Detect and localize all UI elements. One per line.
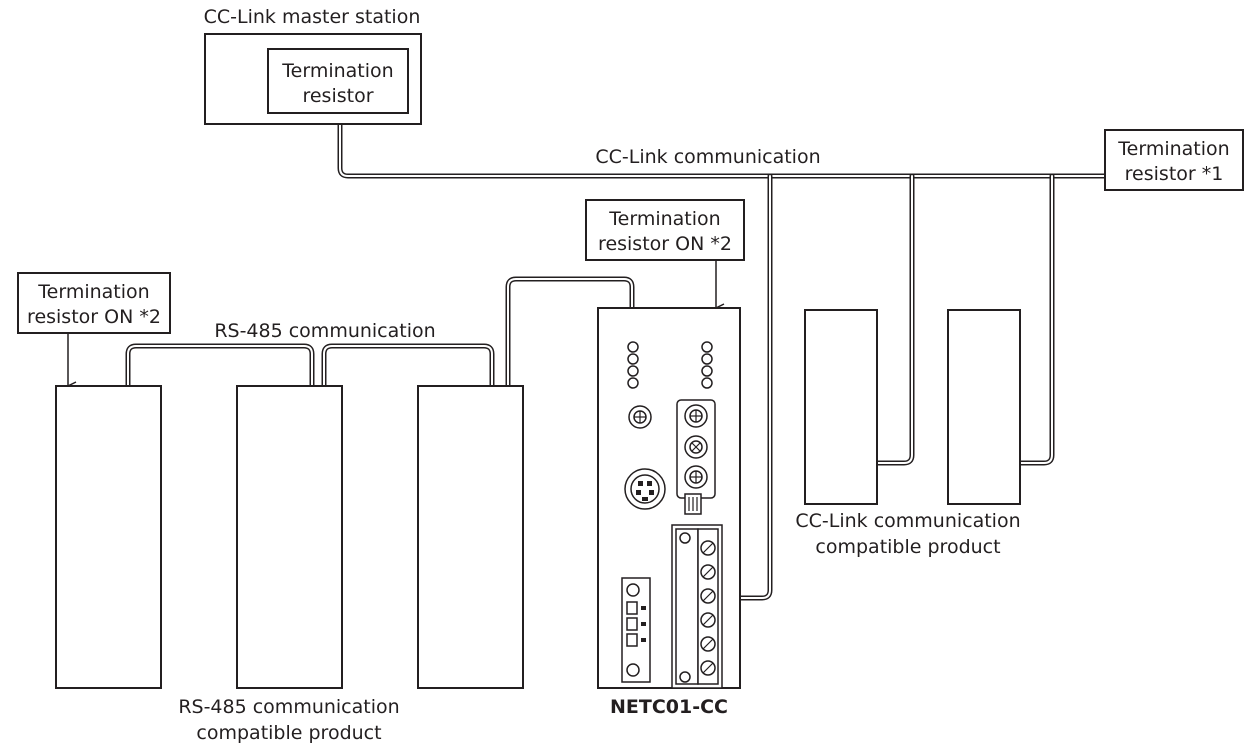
dip-switch bbox=[684, 493, 702, 515]
netc-termination-line1: Termination bbox=[608, 208, 720, 230]
master-station-label: CC-Link master station bbox=[204, 6, 421, 28]
netc01-cc-unit bbox=[597, 307, 741, 689]
master-termination-box bbox=[267, 48, 409, 114]
rs485-cable bbox=[125, 276, 635, 389]
rs485-product-label-line1: RS-485 communication bbox=[178, 696, 399, 718]
termination-resistor-1-box bbox=[1104, 129, 1244, 191]
rotary-switch-right-middle bbox=[684, 435, 708, 459]
rs485-product-2 bbox=[236, 385, 343, 689]
cclink-communication-label: CC-Link communication bbox=[595, 146, 820, 168]
master-station: Termination resistor bbox=[204, 33, 422, 125]
cclink-terminal-block bbox=[671, 524, 723, 689]
led-indicators-right bbox=[701, 341, 713, 389]
cclink-cable bbox=[337, 109, 1108, 601]
netc-termination-line2: resistor ON *2 bbox=[598, 233, 732, 255]
left-termination-line1: Termination bbox=[37, 281, 149, 303]
termination-resistor-1-line1: Termination bbox=[1117, 138, 1229, 160]
master-termination-line2: resistor bbox=[302, 85, 373, 107]
led-indicators-left bbox=[627, 341, 639, 389]
termination-resistor-1-line2: resistor *1 bbox=[1125, 163, 1224, 185]
master-termination-line1: Termination bbox=[281, 60, 393, 82]
cclink-product-label-line1: CC-Link communication bbox=[795, 510, 1020, 532]
rotary-switch-right-top bbox=[684, 404, 708, 428]
cclink-product-2 bbox=[947, 309, 1021, 505]
cclink-product-label-line2: compatible product bbox=[815, 536, 1000, 558]
rs485-product-3 bbox=[417, 385, 524, 689]
left-termination-line2: resistor ON *2 bbox=[27, 306, 161, 328]
cclink-product-1 bbox=[804, 309, 878, 505]
netc-termination-callout-box bbox=[585, 199, 745, 261]
rs485-communication-label: RS-485 communication bbox=[214, 320, 435, 342]
rotary-switch-right-bottom bbox=[684, 465, 708, 489]
rs485-connector bbox=[621, 577, 651, 683]
left-termination-callout-box bbox=[17, 272, 171, 334]
rotary-switch-left bbox=[628, 405, 652, 429]
rs485-product-label-line2: compatible product bbox=[196, 722, 381, 744]
rs485-product-1 bbox=[55, 385, 162, 689]
mini-din-connector bbox=[624, 468, 666, 510]
netc01-cc-model-label: NETC01-CC bbox=[610, 696, 728, 718]
